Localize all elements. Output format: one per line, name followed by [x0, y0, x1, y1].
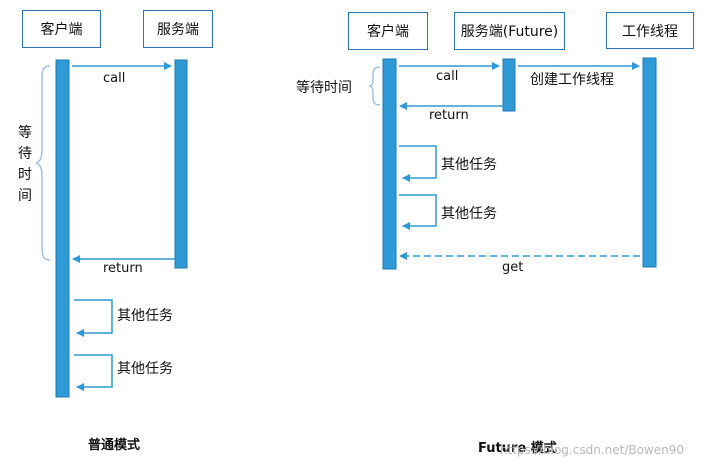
left-return-label: return — [103, 261, 143, 276]
right-worker-activation-bar — [642, 57, 657, 268]
right-return-label: return — [429, 108, 469, 123]
left-client-box: 客户端 — [22, 10, 101, 48]
right-task2-loop-arrow — [399, 194, 437, 230]
right-task1-loop-arrow — [399, 145, 437, 182]
left-wait-char-3: 时 — [18, 167, 32, 183]
left-client-activation-bar — [55, 59, 70, 398]
right-server-box: 服务端(Future) — [454, 12, 565, 50]
left-task1-label: 其他任务 — [117, 308, 173, 324]
right-server-activation-bar — [502, 58, 516, 112]
left-wait-bracket — [35, 65, 51, 261]
right-task2-label: 其他任务 — [441, 206, 497, 222]
left-wait-label: 等 待 时 间 — [17, 123, 33, 207]
right-call-label: call — [436, 69, 459, 84]
right-client-box: 客户端 — [348, 12, 428, 50]
left-caption: 普通模式 — [88, 438, 141, 453]
left-server-box: 服务端 — [143, 10, 213, 48]
left-wait-char-4: 间 — [18, 188, 32, 204]
right-client-activation-bar — [382, 58, 397, 270]
left-server-activation-bar — [174, 59, 188, 269]
watermark-text: https://blog.csdn.net/Bowen90 — [500, 443, 685, 457]
right-get-label: get — [502, 260, 524, 275]
left-wait-char-1: 等 — [18, 125, 32, 141]
left-task2-loop-arrow — [74, 354, 113, 391]
left-task2-label: 其他任务 — [117, 361, 173, 377]
left-task1-loop-arrow — [74, 299, 113, 337]
right-worker-box: 工作线程 — [606, 12, 694, 49]
right-create-worker-label: 创建工作线程 — [530, 72, 614, 88]
left-wait-char-2: 待 — [18, 146, 32, 162]
right-task1-label: 其他任务 — [441, 157, 497, 173]
right-wait-label: 等待时间 — [296, 80, 352, 96]
left-call-label: call — [103, 71, 126, 86]
right-caption: Future 模式 — [478, 441, 557, 456]
right-wait-bracket — [368, 66, 381, 106]
